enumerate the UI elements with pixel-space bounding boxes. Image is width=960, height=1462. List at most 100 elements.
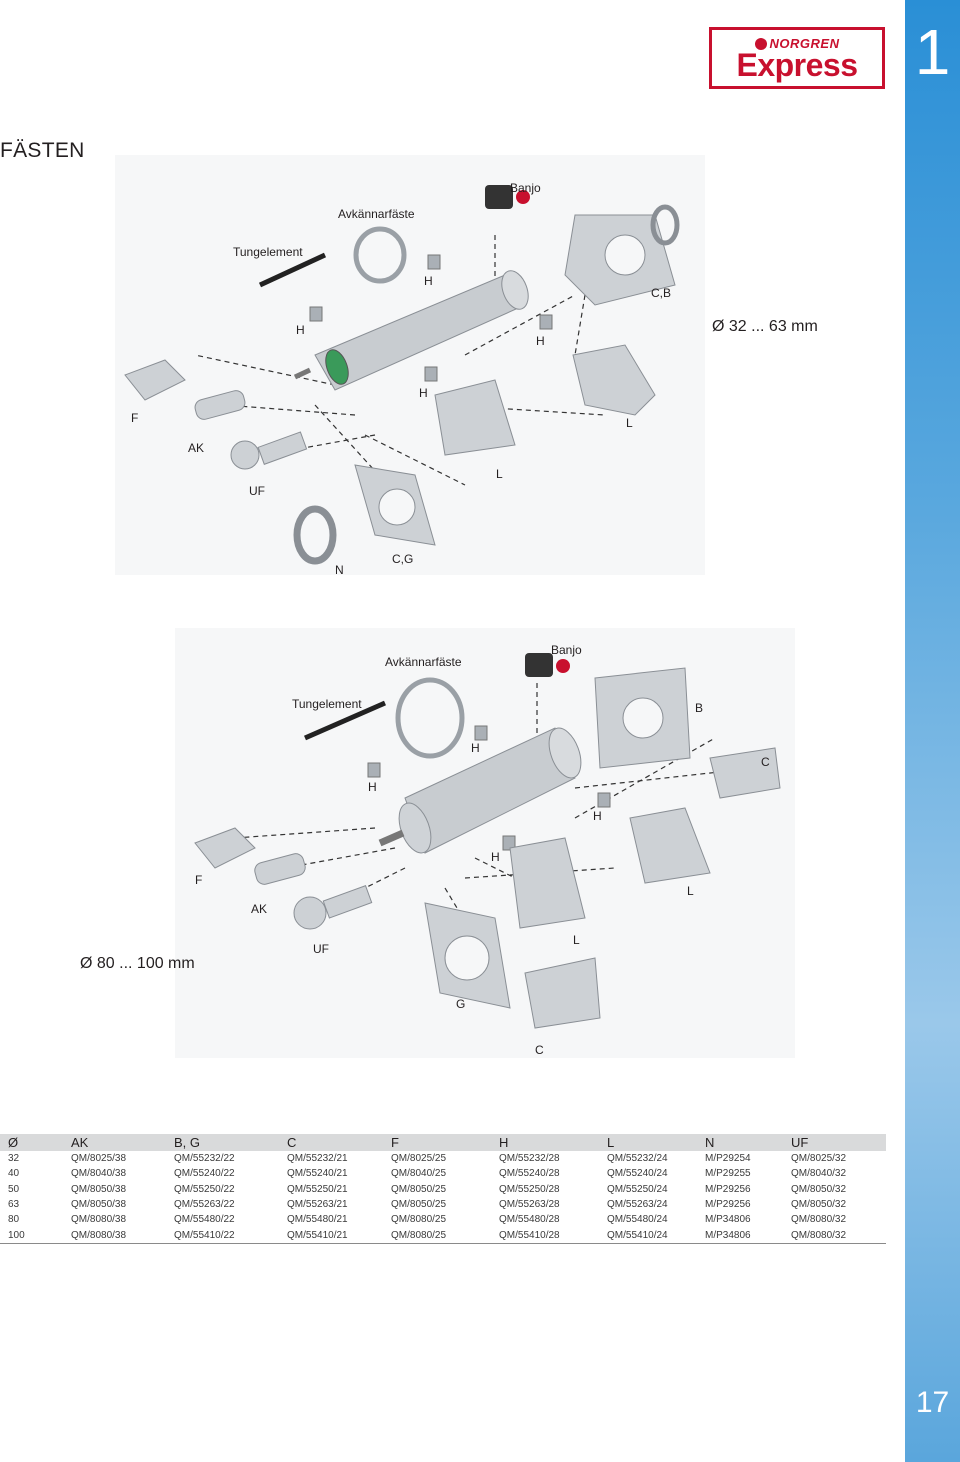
logo-brand: NORGREN bbox=[769, 36, 840, 51]
screw-icon bbox=[539, 314, 553, 330]
norgren-logo-icon bbox=[754, 38, 767, 50]
table-cell: QM/55263/21 bbox=[287, 1199, 348, 1211]
table-cell: QM/55240/24 bbox=[607, 1168, 668, 1180]
table-cell: QM/55250/21 bbox=[287, 1183, 348, 1195]
rod-eye-icon bbox=[230, 440, 260, 470]
label-h: H bbox=[296, 323, 305, 337]
table-row: 40 QM/8040/38 QM/55240/22 QM/55240/21 QM… bbox=[0, 1166, 886, 1181]
table-cell: QM/55240/22 bbox=[174, 1168, 235, 1180]
clevis-bracket-icon bbox=[629, 807, 711, 884]
table-cell: 50 bbox=[8, 1183, 20, 1195]
banjo-icon bbox=[485, 185, 513, 209]
screw-icon bbox=[597, 792, 611, 808]
table-cell: 80 bbox=[8, 1214, 20, 1226]
label-f: F bbox=[195, 873, 203, 887]
alignment-coupler-icon bbox=[194, 390, 246, 420]
column-header: F bbox=[383, 1134, 491, 1151]
clevis-f-icon bbox=[124, 359, 186, 401]
table-cell: QM/8025/25 bbox=[391, 1153, 447, 1165]
label-b: B bbox=[695, 701, 704, 715]
label-l: L bbox=[626, 416, 633, 430]
label-tongue-element: Tungelement bbox=[292, 697, 362, 711]
table-cell: QM/8025/38 bbox=[71, 1153, 127, 1165]
table-cell: QM/55263/24 bbox=[607, 1199, 668, 1211]
table-cell: QM/55410/28 bbox=[491, 1227, 599, 1244]
screw-icon bbox=[309, 306, 323, 322]
alignment-coupler-icon bbox=[254, 853, 306, 885]
table-cell: QM/55232/28 bbox=[499, 1153, 560, 1165]
label-tongue-element: Tungelement bbox=[233, 245, 303, 259]
exploded-diagram-small: Banjo Avkännarfäste Tungelement H C,B H … bbox=[115, 155, 705, 577]
banjo-icon bbox=[525, 653, 553, 677]
table-cell: QM/8050/25 bbox=[391, 1183, 447, 1195]
chapter-number: 1 bbox=[914, 16, 951, 88]
label-h: H bbox=[491, 850, 500, 864]
exploded-diagram-large: Banjo Avkännarfäste Tungelement B H C H … bbox=[175, 628, 795, 1058]
foot-bracket-icon bbox=[524, 957, 601, 1029]
logo-name: Express bbox=[736, 47, 858, 83]
tongue-element-icon bbox=[303, 700, 387, 741]
label-banjo: Banjo bbox=[510, 181, 541, 195]
table-cell: QM/8050/38 bbox=[71, 1199, 127, 1211]
label-h: H bbox=[424, 274, 433, 288]
sensor-clamp-icon bbox=[353, 226, 407, 284]
clevis-bracket-icon bbox=[434, 379, 516, 456]
table-cell: QM/55480/22 bbox=[174, 1214, 235, 1226]
table-cell: QM/8050/32 bbox=[791, 1199, 847, 1211]
page-title: FÄSTEN bbox=[0, 139, 85, 162]
table-cell: QM/55232/21 bbox=[287, 1153, 348, 1165]
nut-icon bbox=[293, 505, 337, 565]
label-l: L bbox=[496, 467, 503, 481]
table-cell: QM/55240/21 bbox=[287, 1168, 348, 1180]
table-cell: QM/55250/24 bbox=[607, 1183, 668, 1195]
table-cell: M/P29256 bbox=[705, 1199, 751, 1211]
table-cell: QM/55480/28 bbox=[499, 1214, 560, 1226]
table-row: 32 QM/8025/38 QM/55232/22 QM/55232/21 QM… bbox=[0, 1151, 886, 1166]
label-uf: UF bbox=[313, 942, 329, 956]
table-cell: M/P34806 bbox=[697, 1227, 783, 1244]
table-cell: QM/8080/38 bbox=[63, 1227, 166, 1244]
screw-icon bbox=[502, 835, 516, 851]
label-f: F bbox=[131, 411, 139, 425]
page-number: 17 bbox=[915, 1386, 950, 1419]
label-h: H bbox=[471, 741, 480, 755]
table-cell: QM/55410/21 bbox=[279, 1227, 383, 1244]
column-header: H bbox=[491, 1134, 599, 1151]
label-banjo: Banjo bbox=[551, 643, 582, 657]
label-cg: C,G bbox=[392, 552, 414, 566]
clevis-bracket-icon bbox=[572, 344, 656, 416]
mounting-parts-table: Ø AK B, G C F H L N UF 32 QM/8025/38 QM/… bbox=[0, 1134, 886, 1244]
clevis-f-icon bbox=[194, 827, 256, 869]
table-cell: QM/8080/32 bbox=[791, 1214, 847, 1226]
table-cell: 32 bbox=[8, 1153, 20, 1165]
table-cell: QM/55263/22 bbox=[174, 1199, 235, 1211]
table-cell: QM/55263/28 bbox=[499, 1199, 560, 1211]
label-h: H bbox=[368, 780, 377, 794]
foot-bracket-icon bbox=[709, 747, 781, 799]
table-cell: QM/55480/24 bbox=[607, 1214, 668, 1226]
table-cell: QM/8080/25 bbox=[383, 1227, 491, 1244]
label-h: H bbox=[536, 334, 545, 348]
table-cell: QM/8080/38 bbox=[71, 1214, 127, 1226]
mounting-parts-illustration bbox=[124, 185, 680, 565]
size-range-large: Ø 80 ... 100 mm bbox=[80, 955, 195, 972]
clevis-bracket-icon bbox=[509, 837, 586, 929]
size-range-small: Ø 32 ... 63 mm bbox=[712, 318, 818, 335]
label-ak: AK bbox=[188, 441, 205, 455]
screw-icon bbox=[367, 762, 381, 778]
label-sensor-bracket: Avkännarfäste bbox=[385, 655, 462, 669]
table-cell: QM/8025/32 bbox=[791, 1153, 847, 1165]
table-cell: M/P34806 bbox=[705, 1214, 751, 1226]
table-cell: 100 bbox=[0, 1227, 63, 1244]
table-cell: QM/8040/38 bbox=[71, 1168, 127, 1180]
table-row: 50 QM/8050/38 QM/55250/22 QM/55250/21 QM… bbox=[0, 1182, 886, 1197]
table-row: 100 QM/8080/38 QM/55410/22 QM/55410/21 Q… bbox=[0, 1227, 886, 1244]
sensor-clamp-icon bbox=[395, 677, 465, 759]
table-header-row: Ø AK B, G C F H L N UF bbox=[0, 1134, 886, 1151]
chapter-side-bar bbox=[905, 0, 960, 1462]
table-cell: QM/8050/25 bbox=[391, 1199, 447, 1211]
table-cell: M/P29254 bbox=[705, 1153, 751, 1165]
label-c: C bbox=[761, 755, 770, 769]
column-header: B, G bbox=[166, 1134, 279, 1151]
cylinder-icon bbox=[378, 727, 582, 854]
